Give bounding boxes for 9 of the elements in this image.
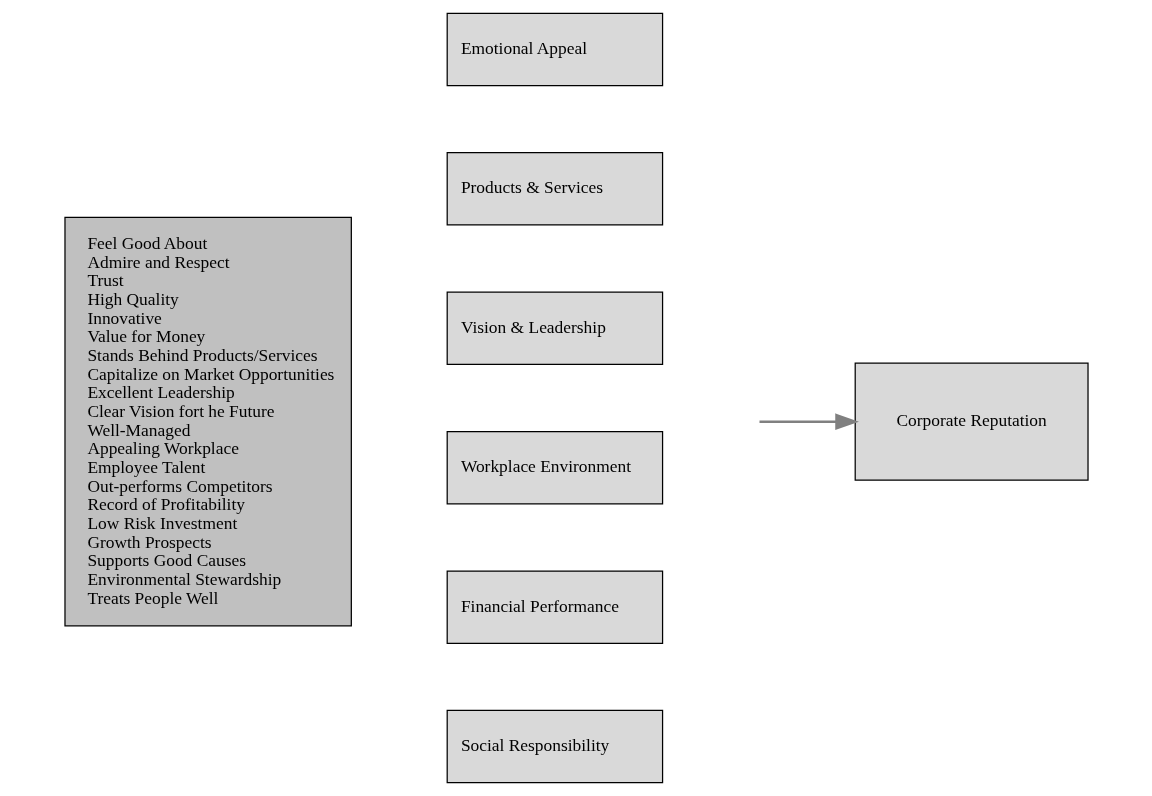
node-box: Products & Services (446, 152, 663, 226)
node-box: Workplace Environment (446, 431, 663, 505)
node-box: Social Responsibility (446, 709, 663, 784)
node-box: Financial Performance (446, 570, 663, 644)
arrow (759, 413, 859, 430)
node-box: Feel Good About Admire and Respect Trust High Quality Innovative Value for Money Stands Behind Products/Services Capitalize on Market Opportunities Excellent Leadership Clear Vision fort he Future Well-Managed Appealing Workplace Employee Talent Out-performs Competitors Record of Profitability Low Risk Investment Growth Prospects Supports Good Causes Environmental Stewardship Treats People Well (63, 216, 352, 627)
node-box: Vision & Leadership (446, 291, 663, 365)
node-box: Emotional Appeal (446, 12, 663, 87)
node-box: Corporate Reputation (854, 362, 1089, 481)
